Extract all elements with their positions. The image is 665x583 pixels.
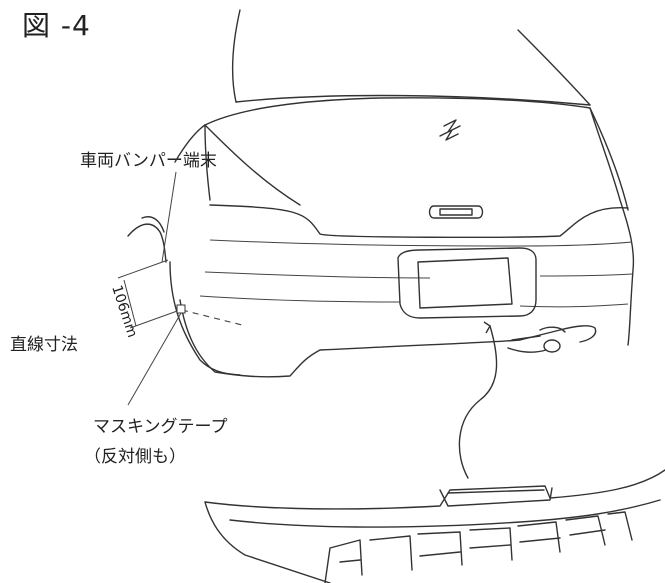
bumper-corner [169, 261, 241, 376]
label-straight-dimension: 直線寸法 [10, 335, 78, 355]
masking-tape-mark [176, 304, 186, 314]
license-plate [417, 257, 513, 309]
bumper-line-2 [204, 271, 431, 279]
wheel-arch [127, 223, 167, 263]
label-opposite-side: （反対側も） [84, 447, 186, 467]
roof-outline [231, 9, 591, 106]
leader-masking-tape [127, 312, 182, 406]
dimension-106mm [117, 259, 243, 329]
figure-title: 図 -4 [22, 9, 91, 42]
right-body-side [589, 107, 635, 346]
suzuki-emblem-icon [439, 119, 461, 141]
left-pillar [204, 124, 301, 206]
tailgate-outline [204, 97, 629, 211]
fitting-arrow [458, 321, 498, 479]
leader-bumper-end [161, 171, 177, 263]
diffuser-part [204, 469, 665, 583]
bumper-line-1 [209, 239, 633, 247]
wheel-arch-inner [141, 216, 165, 233]
license-plate-recess [397, 247, 537, 319]
dimension-value-label: 106mm [108, 283, 140, 339]
exhaust-pipe [507, 326, 566, 353]
label-masking-tape: マスキングテープ [93, 417, 228, 437]
bumper-line-4 [539, 273, 633, 277]
rear-window-line [235, 94, 591, 106]
lower-diffuser [519, 325, 597, 343]
left-tail-lamp-edge [174, 124, 211, 201]
tailgate-lower-edge [209, 204, 629, 239]
label-bumper-end: 車両バンパー端末 [80, 151, 217, 171]
lower-bumper-outline [179, 299, 521, 378]
bumper-line-3 [199, 295, 401, 303]
tailgate-handle [428, 205, 484, 219]
